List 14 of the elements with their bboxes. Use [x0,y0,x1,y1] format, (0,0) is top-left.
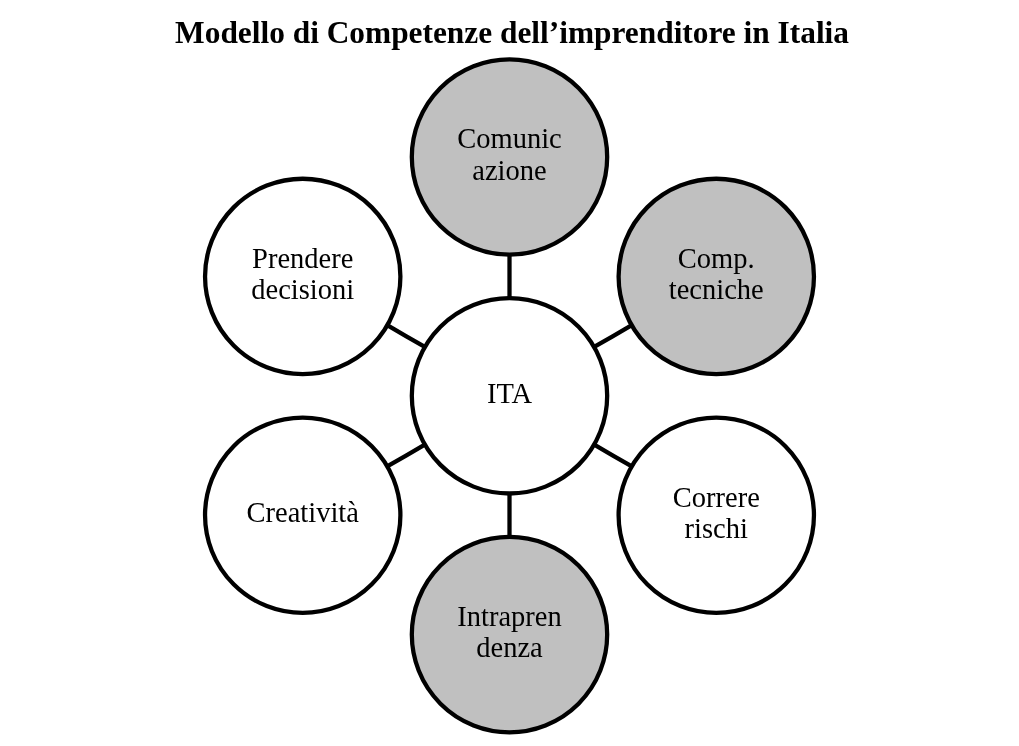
node-circle: Comp. tecniche [616,176,817,377]
connector [386,323,426,349]
diagram-title: Modello di Competenze dell’imprenditore in Italia [175,15,849,51]
node-circle: Creatività [202,415,403,616]
node-circle: Prendere decisioni [202,176,403,377]
connector [386,442,426,469]
connector [507,493,512,537]
node-circle: Comunic azione [409,57,610,257]
connector [593,442,633,469]
connector [507,255,512,298]
node-circle: Correre rischi [616,415,817,616]
node-circle: ITA [409,296,610,496]
node-circle: Intrapren denza [409,534,610,735]
connector [593,323,633,349]
